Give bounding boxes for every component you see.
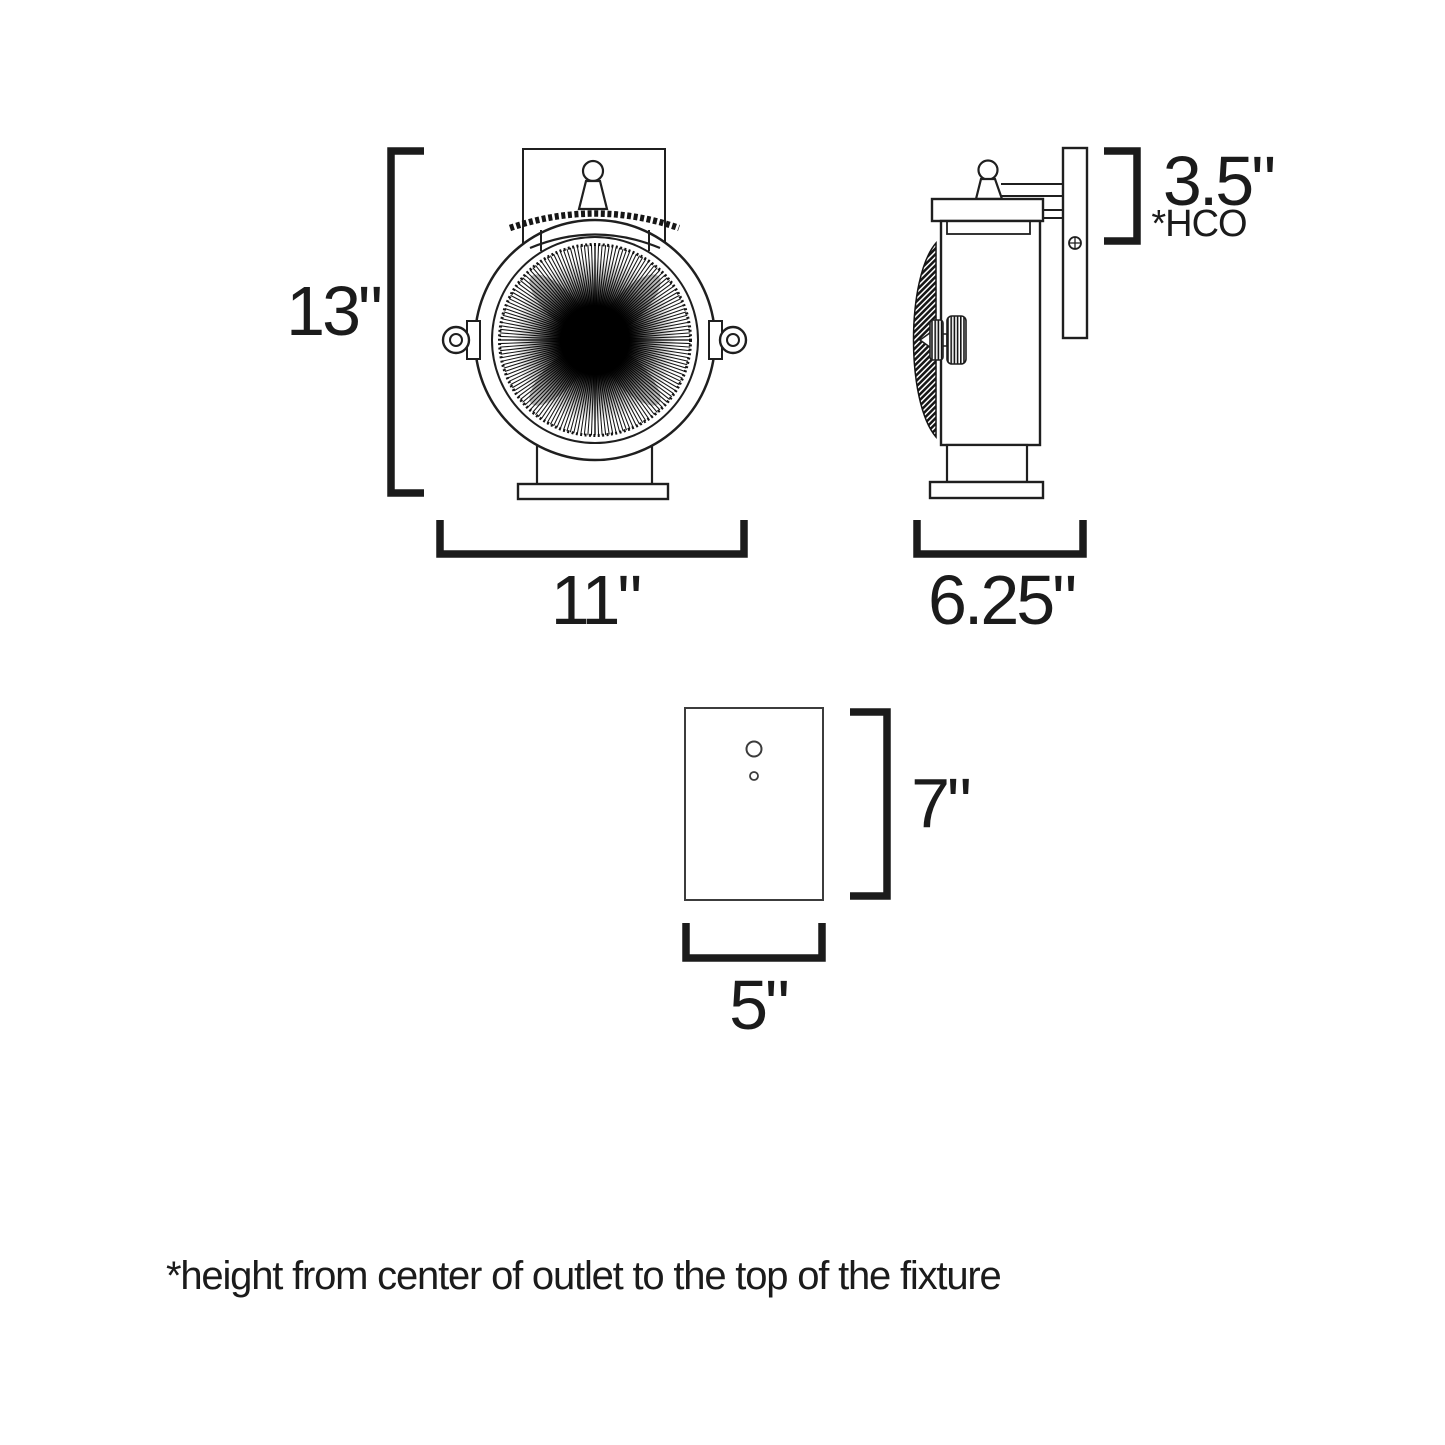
front-ring-inner-edge <box>491 236 699 444</box>
front-view <box>441 148 748 501</box>
backplate-height-label: 7" <box>911 764 972 842</box>
backplate-hole-small <box>749 771 759 781</box>
hco-footnote: *height from center of outlet to the top… <box>166 1254 1002 1298</box>
backplate-width-label: 5" <box>729 966 790 1044</box>
front-height-label: 13" <box>286 272 383 350</box>
front-hood-band <box>508 210 681 232</box>
backplate-hole-large <box>745 740 763 758</box>
side-wall-plate <box>1061 146 1089 340</box>
front-finial-body <box>577 179 609 211</box>
side-socket-housing <box>945 443 1029 484</box>
thumbscrew-knob-right <box>718 325 748 355</box>
front-width-bracket <box>436 520 748 558</box>
side-lower-arm <box>1043 209 1064 219</box>
side-hco-label: 3.5" <box>1162 142 1276 220</box>
dimension-brackets <box>387 147 1141 962</box>
side-hco-bracket <box>1104 147 1141 245</box>
front-base-plate <box>516 482 670 501</box>
side-top-cap <box>930 197 1045 223</box>
thumbscrew-hole-left <box>449 333 463 347</box>
backplate-view <box>684 707 824 901</box>
backplate-height-bracket <box>850 708 891 900</box>
side-width-bracket <box>913 520 1087 558</box>
thumbscrew-knob-left <box>441 325 471 355</box>
side-hco-note: *HCO <box>1151 203 1247 245</box>
thumbscrew-hole-right <box>726 333 740 347</box>
screw-cross-icon <box>1069 237 1081 249</box>
front-finial-ball <box>581 159 605 183</box>
front-width-label: 11" <box>550 561 642 639</box>
side-finial-ball <box>977 159 999 181</box>
side-finial-body <box>974 177 1004 201</box>
side-view <box>912 146 1089 500</box>
flute-scalloped-edge <box>498 243 692 437</box>
side-thumbscrew-collar <box>929 319 944 361</box>
side-thumbscrew-knob <box>946 315 967 365</box>
side-width-label: 6.25" <box>927 561 1077 639</box>
front-rim-arc <box>529 233 661 250</box>
side-upper-arm <box>1001 183 1064 197</box>
side-glass-top-edge <box>946 220 1031 235</box>
front-height-bracket <box>387 147 424 497</box>
backplate-outline <box>684 707 824 901</box>
side-base-plate <box>928 480 1045 500</box>
backplate-width-bracket <box>682 923 826 962</box>
